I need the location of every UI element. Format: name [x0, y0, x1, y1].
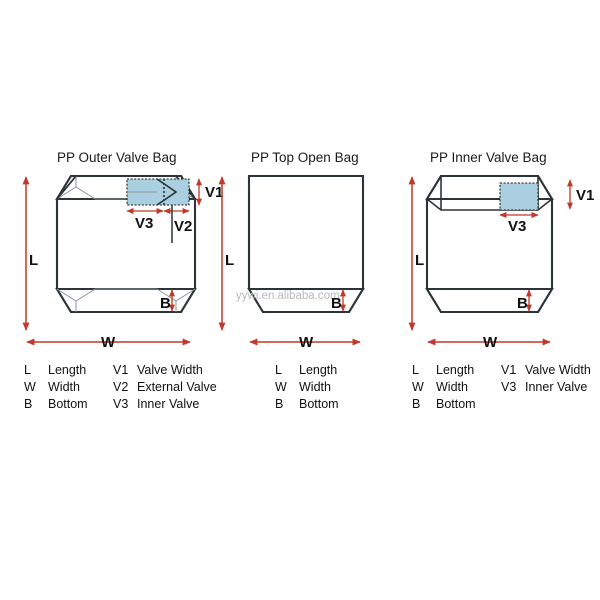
bottom-gusset-inner: [425, 287, 554, 314]
dimension-label-v3-outer: V3: [135, 215, 153, 232]
dimension-label-bottom-outer: B: [160, 295, 171, 312]
legend-key-l-2: L: [275, 363, 282, 377]
legend-key-v3-3: V3: [501, 380, 516, 394]
dimension-label-v1-outer: V1: [205, 184, 223, 201]
dimension-label-bottom-inner: B: [517, 295, 528, 312]
dimension-width-inner: W: [427, 334, 551, 351]
dimension-v3-inner: V3: [499, 211, 539, 235]
dimension-v3-outer: V3: [126, 207, 164, 232]
dimension-bottom-outer: B: [160, 289, 176, 312]
dimension-label-bottom-top-open: B: [331, 295, 342, 312]
bag-title-outer-valve: PP Outer Valve Bag: [57, 150, 177, 165]
legend-key-l: L: [24, 363, 31, 377]
legend-value-l-2: Length: [299, 363, 337, 377]
legend-key-b: B: [24, 397, 32, 411]
dimension-label-length-top-open: L: [225, 252, 234, 269]
bag-diagram-inner-valve: PP Inner Valve Bag V1: [408, 150, 594, 351]
legend-value-v2: External Valve: [137, 380, 217, 394]
legend-value-v3-3: Inner Valve: [525, 380, 587, 394]
legend-value-v3: Inner Valve: [137, 397, 199, 411]
legend-value-l-3: Length: [436, 363, 474, 377]
bag-body-top-open: [247, 174, 365, 314]
legend-value-w: Width: [48, 380, 80, 394]
legend-key-v1: V1: [113, 363, 128, 377]
dimension-v1-inner: V1: [566, 179, 594, 210]
dimension-width-outer: W: [26, 334, 191, 351]
bag-title-top-open: PP Top Open Bag: [251, 150, 359, 165]
legend-key-w-3: W: [412, 380, 424, 394]
legend-value-v1: Valve Width: [137, 363, 203, 377]
legend-outer-valve-bag: L Length W Width B Bottom V1 Valve Width…: [24, 363, 217, 411]
legend-key-w: W: [24, 380, 36, 394]
dimension-v1-outer: V1: [195, 178, 223, 206]
dimension-v2-outer: V2: [163, 205, 192, 243]
bottom-gusset-top-open: [247, 287, 365, 314]
dimension-label-length-outer: L: [29, 252, 38, 269]
legend-value-b-3: Bottom: [436, 397, 476, 411]
dimension-width-top-open: W: [249, 334, 361, 351]
legend-key-b-2: B: [275, 397, 283, 411]
legend-value-v1-3: Valve Width: [525, 363, 591, 377]
valve-region-outer: [126, 178, 190, 206]
dimension-label-width-inner: W: [483, 334, 498, 351]
dimension-length-inner: L: [408, 176, 424, 331]
legend-key-l-3: L: [412, 363, 419, 377]
legend-top-open-bag: L Length W Width B Bottom: [275, 363, 339, 411]
watermark: yywi.en.alibaba.com: [236, 290, 340, 302]
bag-diagram-top-open: PP Top Open Bag yywi.en.alibaba.com L W …: [218, 150, 365, 351]
dimension-label-v2-outer: V2: [174, 218, 192, 235]
dimension-length-top-open: L: [218, 176, 234, 331]
legend-value-w-2: Width: [299, 380, 331, 394]
legend-value-b-2: Bottom: [299, 397, 339, 411]
dimension-bottom-inner: B: [517, 289, 533, 312]
legend-value-w-3: Width: [436, 380, 468, 394]
dimension-label-length-inner: L: [415, 252, 424, 269]
dimension-label-width-top-open: W: [299, 334, 314, 351]
legend-key-v2: V2: [113, 380, 128, 394]
legend-value-l: Length: [48, 363, 86, 377]
legend-value-b: Bottom: [48, 397, 88, 411]
dimension-label-v1-inner: V1: [576, 187, 594, 204]
dimension-label-v3-inner: V3: [508, 218, 526, 235]
legend-key-b-3: B: [412, 397, 420, 411]
legend-inner-valve-bag: L Length W Width B Bottom V1 Valve Width…: [412, 363, 591, 411]
bag-diagram-outer-valve: PP Outer Valve Bag: [22, 150, 223, 351]
legend-key-w-2: W: [275, 380, 287, 394]
dimension-label-width-outer: W: [101, 334, 116, 351]
legend-key-v1-3: V1: [501, 363, 516, 377]
dimension-length-outer: L: [22, 176, 38, 331]
valve-region-inner: [499, 182, 539, 211]
dimension-bottom-top-open: B: [331, 289, 347, 312]
legend-key-v3: V3: [113, 397, 128, 411]
bag-title-inner-valve: PP Inner Valve Bag: [430, 150, 547, 165]
